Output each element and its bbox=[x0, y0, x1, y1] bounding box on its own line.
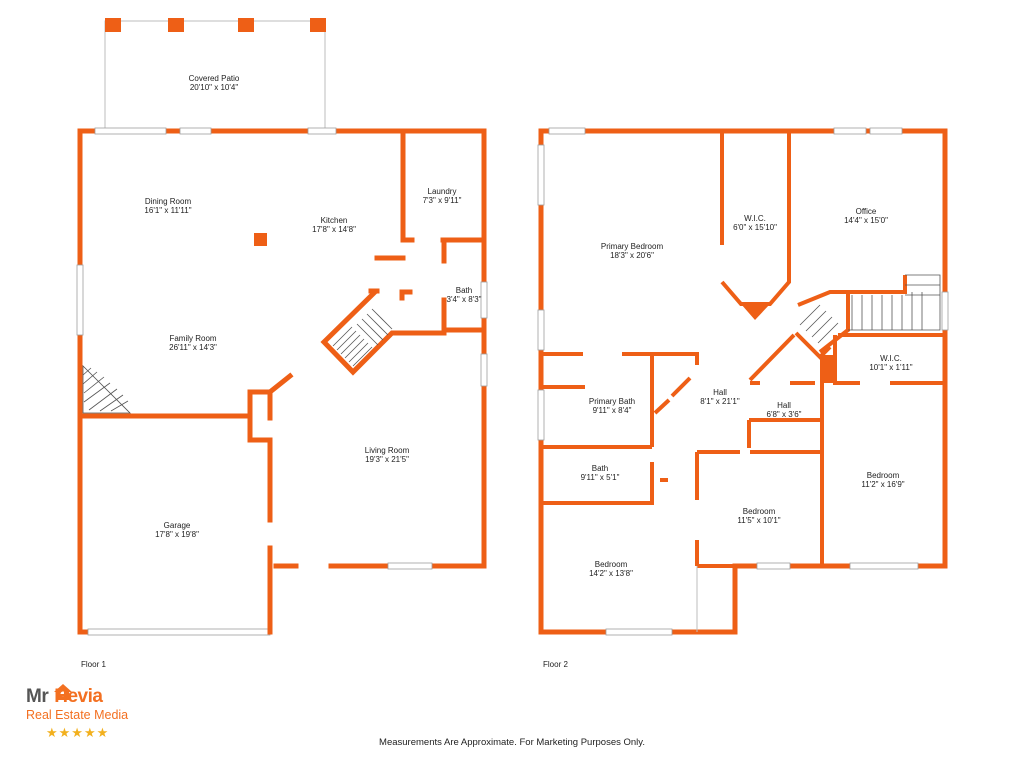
room-dims: 6'8" x 3'6" bbox=[767, 410, 802, 419]
interior-wall bbox=[541, 462, 654, 505]
patio-post bbox=[310, 18, 326, 32]
window bbox=[179, 127, 212, 135]
floor-1-labels: Covered Patio 20'10" x 10'4" Dining Room… bbox=[144, 74, 481, 539]
stair-wall bbox=[797, 275, 907, 307]
room-name: W.I.C. bbox=[880, 354, 902, 363]
window bbox=[307, 127, 337, 135]
room-dims: 19'3" x 21'5" bbox=[365, 455, 409, 464]
floor-1-label: Floor 1 bbox=[81, 660, 106, 669]
room-name: Dining Room bbox=[145, 197, 192, 206]
room-name: Primary Bedroom bbox=[601, 242, 664, 251]
floor-2-plan: Primary Bedroom 18'3" x 20'6" W.I.C. 6'0… bbox=[537, 127, 949, 636]
window bbox=[76, 264, 84, 336]
room-dims: 18'3" x 20'6" bbox=[610, 251, 654, 260]
room-dims: 26'11" x 14'3" bbox=[169, 343, 217, 352]
wic-corner bbox=[741, 304, 770, 320]
logo-wordmark-part: Hevia bbox=[54, 686, 103, 707]
window bbox=[480, 281, 488, 319]
room-dims: 8'1" x 21'1" bbox=[700, 397, 740, 406]
room-dims: 11'2" x 16'9" bbox=[861, 480, 904, 489]
room-name: Family Room bbox=[169, 334, 216, 343]
window bbox=[537, 389, 545, 441]
patio-post bbox=[238, 18, 254, 32]
room-name: Office bbox=[856, 207, 877, 216]
room-name: Bath bbox=[592, 464, 608, 473]
room-dims: 11'5" x 10'1" bbox=[737, 516, 780, 525]
room-name: Bedroom bbox=[743, 507, 776, 516]
window bbox=[941, 291, 949, 331]
exterior-wall bbox=[273, 128, 487, 569]
room-dims: 20'10" x 10'4" bbox=[190, 83, 238, 92]
floor-1-stairs bbox=[332, 308, 393, 367]
window bbox=[869, 127, 903, 135]
disclaimer-note: Measurements Are Approximate. For Market… bbox=[379, 737, 645, 748]
interior-wall bbox=[748, 333, 796, 382]
window bbox=[94, 127, 167, 135]
window bbox=[548, 127, 586, 135]
room-name: Covered Patio bbox=[189, 74, 240, 83]
interior-wall bbox=[247, 389, 273, 523]
room-name: Bedroom bbox=[867, 471, 900, 480]
wall-column bbox=[820, 355, 834, 383]
room-name: W.I.C. bbox=[744, 214, 766, 223]
logo-tagline: Real Estate Media bbox=[26, 708, 129, 722]
floor-2-labels: Primary Bedroom 18'3" x 20'6" W.I.C. 6'0… bbox=[581, 207, 913, 578]
window bbox=[480, 353, 488, 387]
family-room-stairs bbox=[82, 365, 131, 414]
patio-post bbox=[168, 18, 184, 32]
window bbox=[756, 562, 791, 570]
room-name: Laundry bbox=[428, 187, 457, 196]
interior-wall bbox=[266, 372, 294, 396]
window bbox=[387, 562, 433, 570]
stair-wall bbox=[320, 288, 447, 376]
room-name: Bath bbox=[456, 286, 472, 295]
interior-wall bbox=[400, 128, 415, 243]
kitchen-island bbox=[254, 233, 267, 246]
floor-1-plan: Covered Patio 20'10" x 10'4" Dining Room… bbox=[76, 18, 488, 636]
room-name: Living Room bbox=[365, 446, 410, 455]
room-dims: 9'11" x 8'4" bbox=[593, 406, 632, 415]
room-dims: 7'3" x 9'11" bbox=[423, 196, 462, 205]
rating-stars: ★★★★★ bbox=[46, 725, 110, 740]
room-dims: 14'4" x 15'0" bbox=[844, 216, 888, 225]
room-name: Hall bbox=[713, 388, 727, 397]
room-dims: 16'1" x 11'11" bbox=[144, 206, 191, 215]
window bbox=[833, 127, 867, 135]
room-name: Primary Bath bbox=[589, 397, 635, 406]
room-dims: 14'2" x 13'8" bbox=[589, 569, 633, 578]
room-dims: 6'0" x 15'10" bbox=[733, 223, 777, 232]
room-dims: 9'11" x 5'1" bbox=[581, 473, 620, 482]
window bbox=[849, 562, 919, 570]
room-name: Bedroom bbox=[595, 560, 628, 569]
window bbox=[537, 144, 545, 206]
floor-2-stairs bbox=[799, 274, 941, 344]
interior-wall bbox=[653, 398, 671, 415]
room-dims: 3'4" x 8'3" bbox=[447, 295, 482, 304]
room-name: Kitchen bbox=[321, 216, 348, 225]
room-name: Garage bbox=[164, 521, 191, 530]
interior-wall bbox=[441, 237, 487, 333]
room-dims: 17'8" x 19'8" bbox=[155, 530, 199, 539]
window bbox=[605, 628, 673, 636]
room-dims: 10'1" x 1'11" bbox=[869, 363, 912, 372]
exterior-wall bbox=[77, 128, 91, 635]
room-dims: 17'8" x 14'8" bbox=[312, 225, 356, 234]
window bbox=[537, 309, 545, 351]
patio-post bbox=[105, 18, 121, 32]
interior-wall bbox=[670, 376, 692, 398]
logo-wordmark-part: Mr bbox=[26, 686, 49, 707]
room-name: Hall bbox=[777, 401, 791, 410]
floor-2-label: Floor 2 bbox=[543, 660, 568, 669]
garage-door bbox=[87, 628, 271, 636]
house-icon bbox=[54, 684, 72, 700]
exterior-wall bbox=[538, 128, 948, 635]
